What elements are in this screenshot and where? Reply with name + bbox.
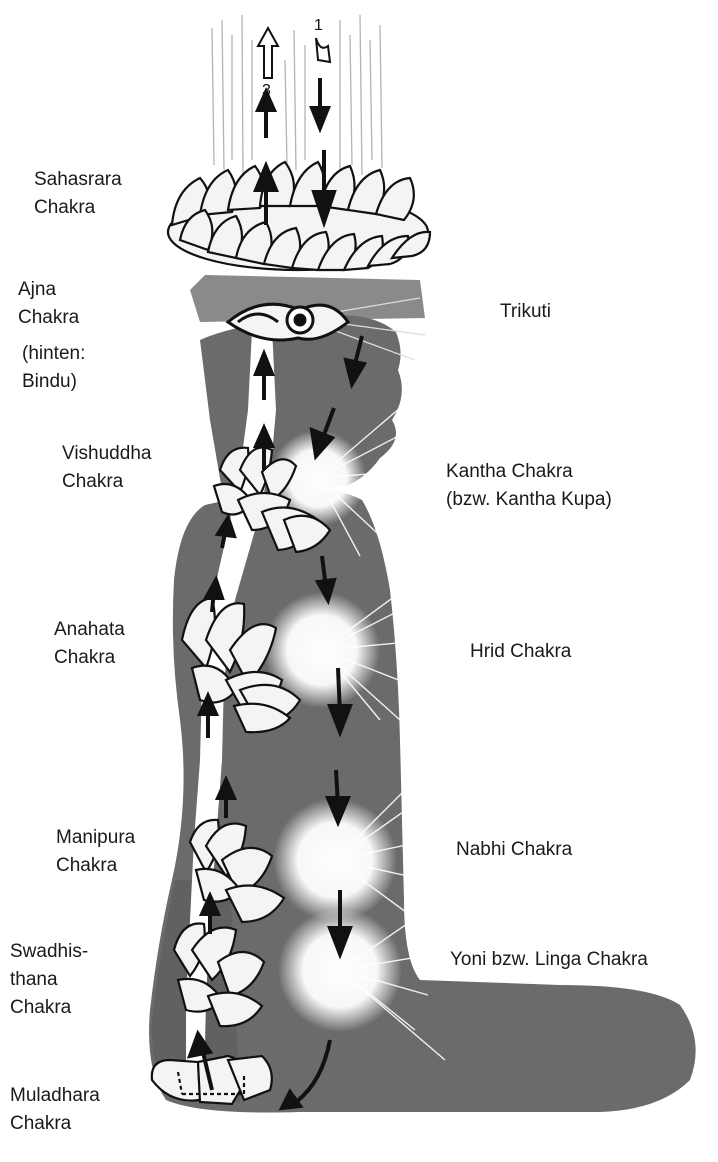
label-yoni: Yoni bzw. Linga Chakra xyxy=(450,946,648,974)
top-mark-right: 1 xyxy=(314,17,323,34)
lotus-icon xyxy=(168,162,430,270)
top-mark-left: 3 xyxy=(262,82,271,99)
label-nabhi: Nabhi Chakra xyxy=(456,836,572,864)
arrow-up-icon xyxy=(258,28,278,78)
label-trikuti: Trikuti xyxy=(500,298,551,326)
label-ajna: Ajna Chakra (hinten: Bindu) xyxy=(18,276,85,396)
label-vishuddha: Vishuddha Chakra xyxy=(62,440,151,496)
label-muladhara: Muladhara Chakra xyxy=(10,1082,100,1138)
label-sahasrara: Sahasrara Chakra xyxy=(34,166,122,222)
label-swadhisthana: Swadhis- thana Chakra xyxy=(10,938,88,1022)
light-streaks xyxy=(212,15,382,175)
label-manipura: Manipura Chakra xyxy=(56,824,135,880)
arrow-down-icon xyxy=(316,38,330,62)
arrow-down-icon xyxy=(312,78,328,128)
label-hrid: Hrid Chakra xyxy=(470,638,571,666)
label-kantha: Kantha Chakra (bzw. Kantha Kupa) xyxy=(446,458,612,514)
label-anahata: Anahata Chakra xyxy=(54,616,125,672)
